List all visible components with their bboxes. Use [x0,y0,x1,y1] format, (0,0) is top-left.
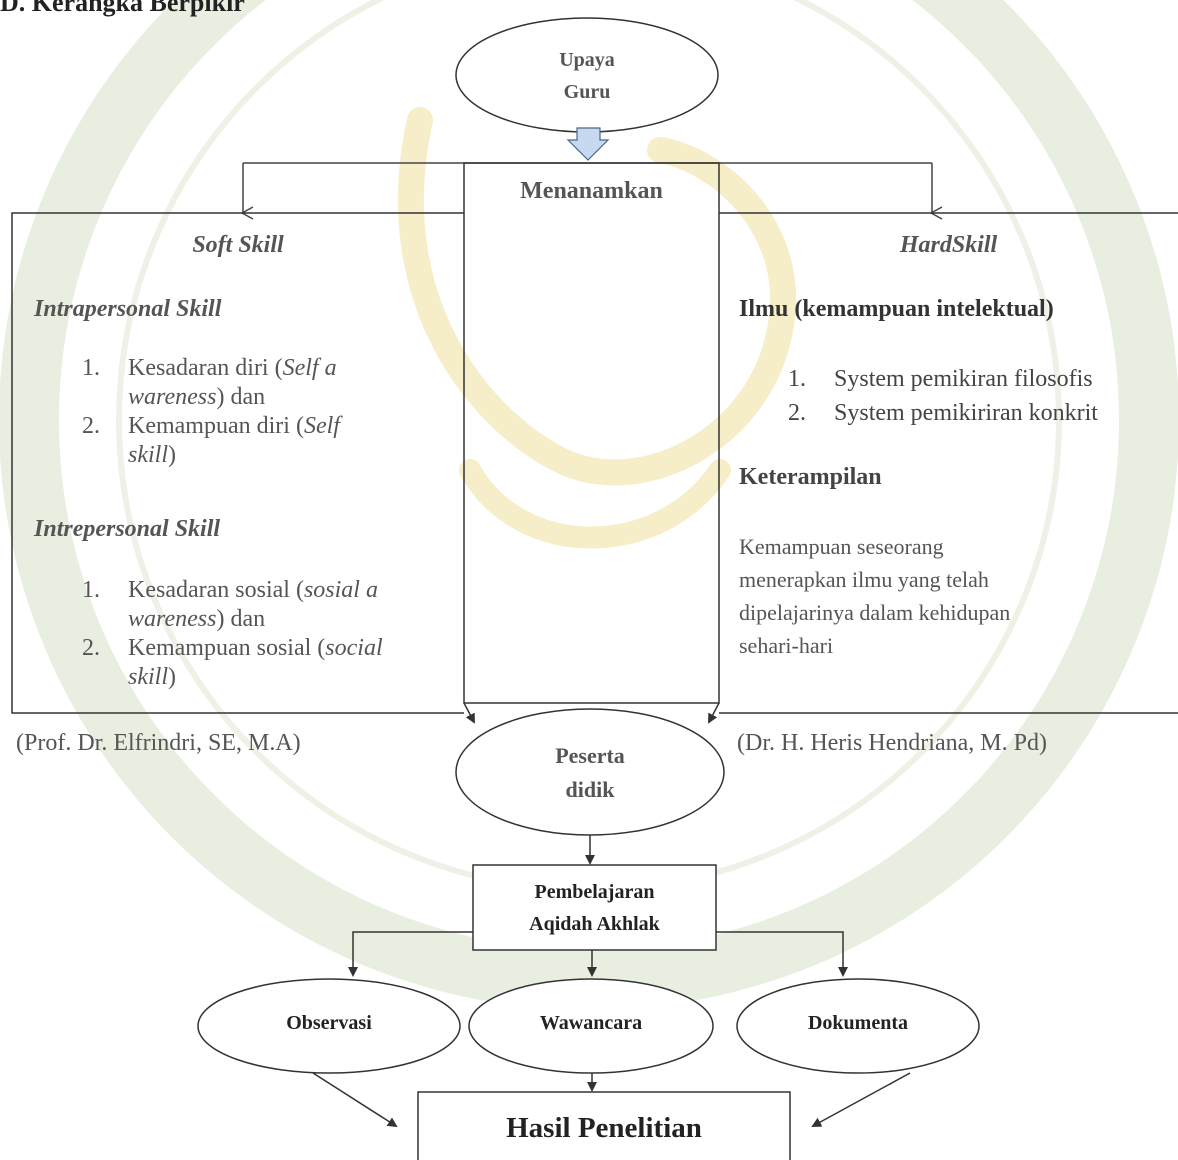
block-arrow-down [566,127,610,161]
ilmu-list: 1.System pemikiran filosofis 2.System pe… [788,362,1173,430]
wawancara-ellipse [468,978,714,1074]
observasi-label: Observasi [286,1012,372,1034]
pembelajaran-label: Pembelajaran Aqidah Akhlak [529,881,660,935]
interpersonal-heading: Intrepersonal Skill [34,516,221,542]
upaya-guru-label: Upaya Guru [559,49,615,103]
wawancara-label: Wawancara [539,1012,643,1034]
soft-skill-source: (Prof. Dr. Elfrindri, SE, M.A) [16,730,301,756]
menanamkan-box [463,162,720,704]
keterampilan-text: Kemampuan seseorang menerapkan ilmu yang… [739,534,1011,658]
dokumenta-ellipse [736,978,980,1074]
ilmu-heading: Ilmu (kemampuan intelektual) [739,296,1054,322]
peserta-didik-label: Peserta didik [555,743,625,802]
pembelajaran-box [472,864,717,951]
menanamkan-label: Menanamkan [520,178,663,204]
hard-skill-title: HardSkill [899,232,998,258]
list-item: 1.System pemikiran filosofis [788,366,1093,392]
soft-skill-box [11,212,464,714]
observasi-ellipse [197,978,461,1074]
soft-skill-title: Soft Skill [192,232,284,258]
intrapersonal-heading: Intrapersonal Skill [34,296,222,322]
hasil-penelitian-box [417,1091,791,1160]
keterampilan-heading: Keterampilan [739,464,882,490]
dokumenta-label: Dokumenta [807,1012,908,1034]
hard-skill-source: (Dr. H. Heris Hendriana, M. Pd) [737,730,1047,756]
hasil-penelitian-label: Hasil Penelitian [506,1112,702,1144]
section-heading: D. Kerangka Berpikir [0,0,245,17]
list-item: 2.System pemikiriran konkrit [788,400,1098,426]
